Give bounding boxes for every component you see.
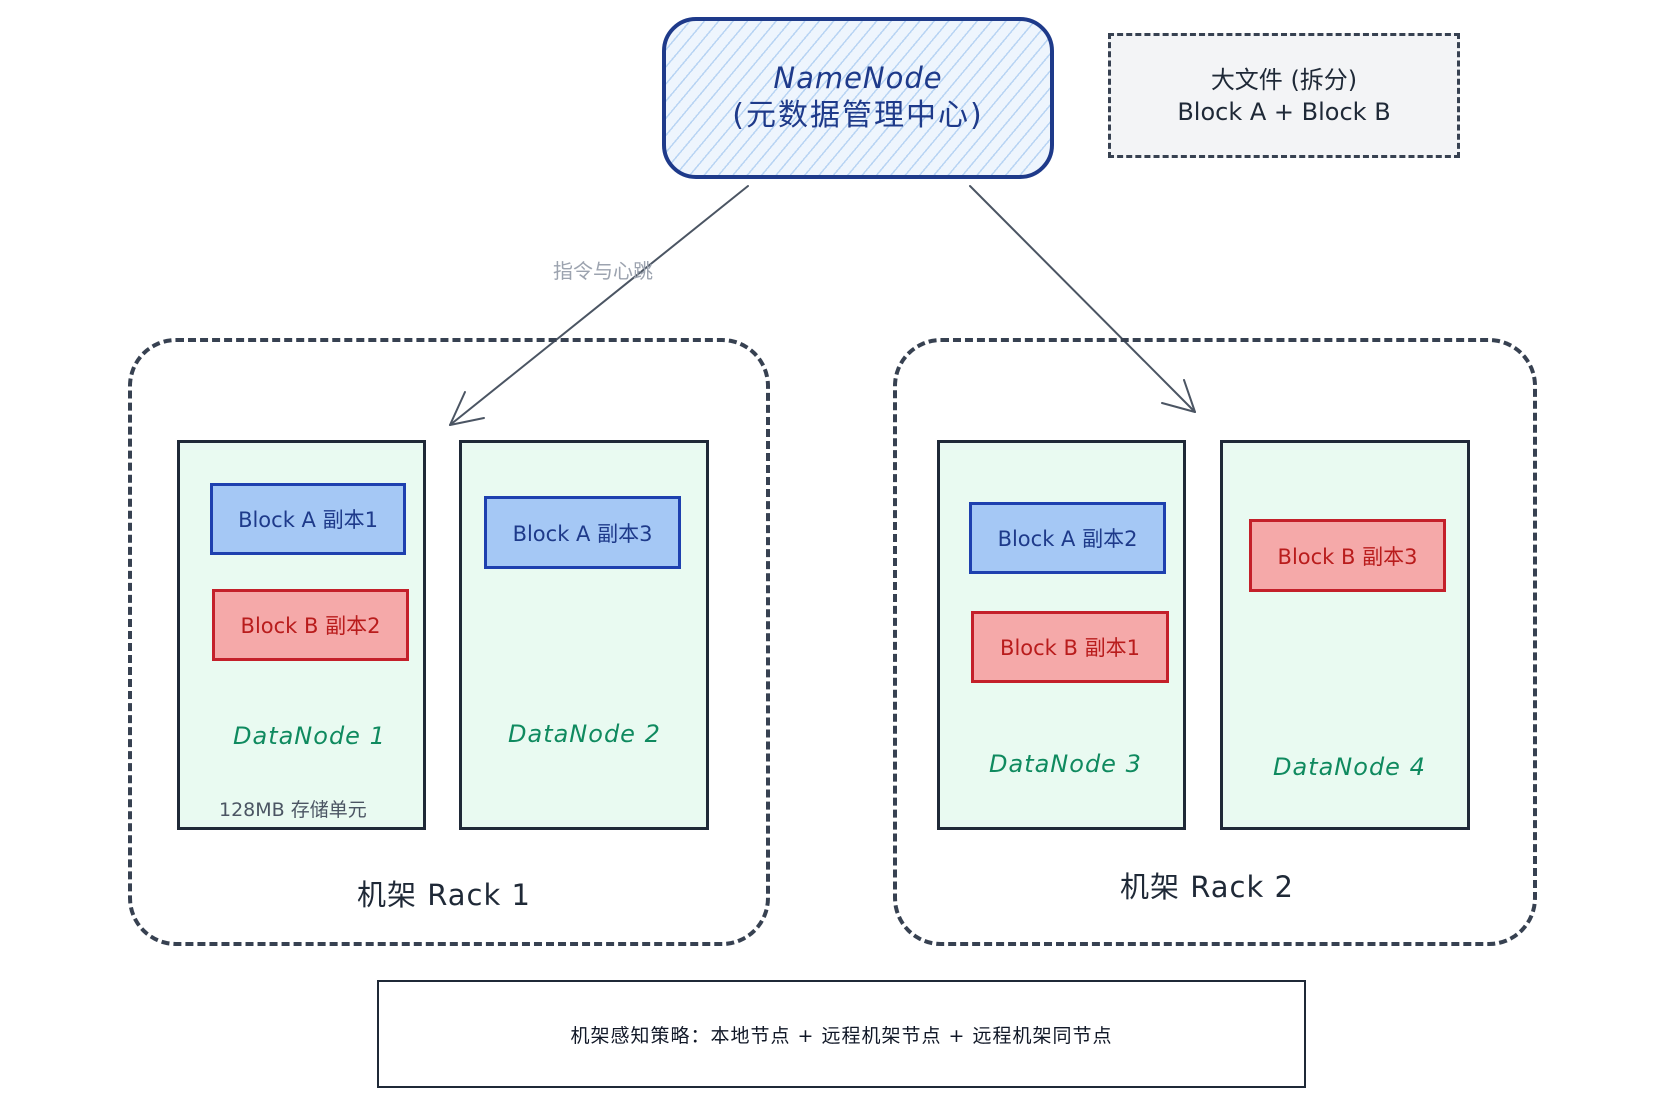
namenode-box: NameNode (元数据管理中心)	[662, 17, 1054, 179]
rack-1-label: 机架 Rack 1	[357, 878, 531, 912]
datanode-4-label: DataNode 4	[1273, 753, 1426, 781]
file-line-1: 大文件 (拆分)	[1210, 65, 1358, 94]
rack-awareness-policy: 机架感知策略：本地节点 + 远程机架节点 + 远程机架同节点	[377, 980, 1306, 1088]
block-b-replica-2: Block B 副本2	[212, 589, 409, 661]
arrow-namenode-to-rack1	[449, 185, 749, 426]
block-a-replica-3: Block A 副本3	[484, 496, 681, 569]
block-b-replica-1: Block B 副本1	[971, 611, 1169, 683]
block-a-replica-1: Block A 副本1	[210, 483, 406, 555]
namenode-title: NameNode	[773, 61, 943, 95]
arrow-namenode-to-rack2	[969, 185, 1196, 413]
file-line-2: Block A + Block B	[1177, 97, 1391, 126]
edge-label-command-heartbeat: 指令与心跳	[553, 259, 653, 283]
rack-2	[893, 338, 1537, 946]
datanode-4	[1220, 440, 1470, 830]
block-a-replica-2: Block A 副本2	[969, 502, 1166, 574]
rack-1	[128, 338, 770, 946]
namenode-subtitle: (元数据管理中心)	[732, 98, 984, 133]
large-file-box: 大文件 (拆分) Block A + Block B	[1108, 33, 1460, 158]
datanode-3-label: DataNode 3	[989, 750, 1142, 778]
block-b-replica-3: Block B 副本3	[1249, 519, 1446, 592]
storage-unit-note: 128MB 存储单元	[219, 799, 367, 821]
arrow-head-rack1	[449, 391, 485, 426]
datanode-1-label: DataNode 1	[233, 722, 386, 750]
arrow-head-rack2	[1161, 379, 1196, 413]
rack-2-label: 机架 Rack 2	[1120, 870, 1294, 904]
datanode-2-label: DataNode 2	[508, 720, 661, 748]
